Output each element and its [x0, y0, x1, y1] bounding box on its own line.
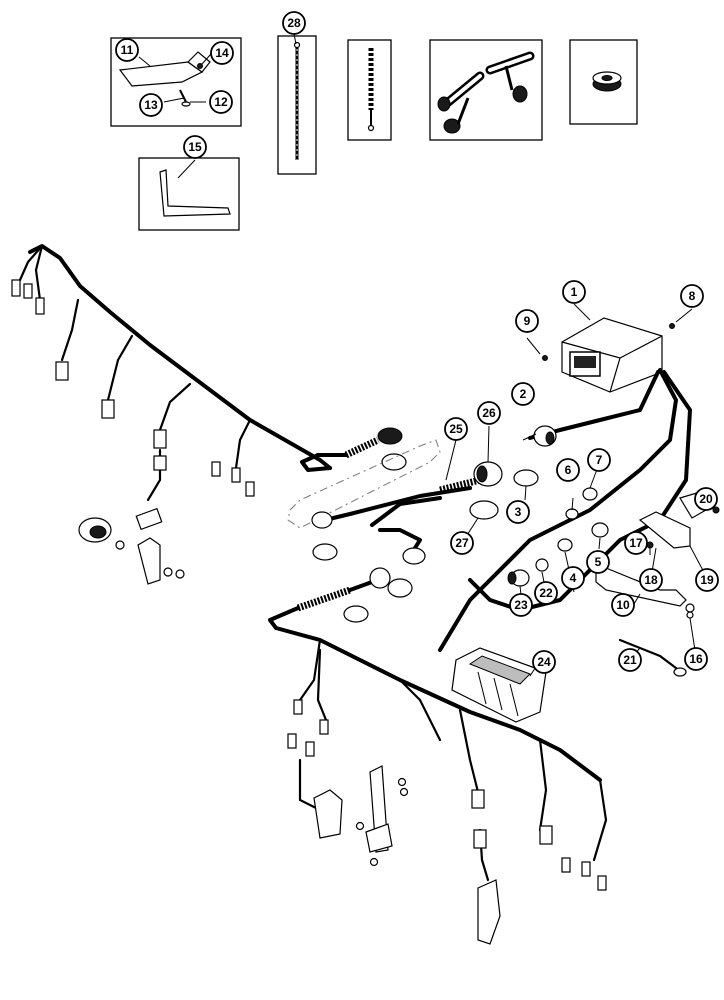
callout-27: 27: [450, 531, 474, 555]
callout-25: 25: [444, 417, 468, 441]
lower-harness: [268, 567, 608, 945]
callout-20: 20: [694, 487, 718, 511]
callout-16: 16: [684, 647, 708, 671]
callout-7: 7: [587, 448, 611, 472]
callout-6: 6: [556, 458, 580, 482]
callout-5: 5: [586, 550, 610, 574]
callout-8: 8: [680, 284, 704, 308]
svg-text:1: 1: [571, 285, 578, 299]
svg-text:27: 27: [455, 536, 469, 550]
inset-mount-bracket: [138, 157, 240, 231]
callout-21: 21: [618, 648, 642, 672]
control-block: [451, 647, 547, 723]
svg-text:3: 3: [515, 505, 522, 519]
svg-text:21: 21: [623, 653, 637, 667]
inset-terminal: [347, 39, 392, 141]
svg-text:12: 12: [214, 95, 228, 109]
callout-23: 23: [509, 593, 533, 617]
svg-text:20: 20: [699, 492, 713, 506]
callout-10: 10: [611, 593, 635, 617]
callout-12: 12: [209, 90, 233, 114]
monitor-unit: [438, 317, 692, 652]
callout-17: 17: [624, 531, 648, 555]
callout-19: 19: [695, 568, 719, 592]
svg-text:19: 19: [700, 573, 714, 587]
svg-text:15: 15: [188, 140, 202, 154]
svg-text:8: 8: [689, 289, 696, 303]
callout-15: 15: [183, 135, 207, 159]
svg-text:17: 17: [629, 536, 643, 550]
svg-text:16: 16: [689, 652, 703, 666]
svg-text:18: 18: [644, 573, 658, 587]
connector-group-center: [287, 439, 503, 565]
svg-text:13: 13: [144, 98, 158, 112]
upper-harness: [11, 244, 407, 502]
callout-28: 28: [282, 11, 306, 35]
svg-text:24: 24: [537, 655, 551, 669]
svg-text:23: 23: [514, 598, 528, 612]
callout-1: 1: [562, 280, 586, 304]
svg-text:22: 22: [539, 586, 553, 600]
sensor-assembly-left: [78, 507, 185, 585]
callout-3: 3: [506, 500, 530, 524]
svg-text:2: 2: [520, 387, 527, 401]
svg-text:6: 6: [565, 463, 572, 477]
inset-cable-tie: [277, 35, 317, 175]
callout-18: 18: [639, 568, 663, 592]
svg-text:28: 28: [287, 16, 301, 30]
svg-text:25: 25: [449, 422, 463, 436]
svg-text:4: 4: [570, 571, 577, 585]
svg-text:11: 11: [121, 43, 134, 57]
callout-9: 9: [515, 309, 539, 333]
inset-connector-plugs: [429, 39, 543, 141]
callout-14: 14: [210, 41, 234, 65]
callout-13: 13: [139, 93, 163, 117]
svg-text:7: 7: [596, 453, 603, 467]
svg-text:14: 14: [215, 46, 229, 60]
callout-11: 11: [115, 38, 139, 62]
callout-2: 2: [511, 382, 535, 406]
svg-text:9: 9: [524, 314, 531, 328]
svg-text:26: 26: [482, 406, 496, 420]
callout-22: 22: [534, 581, 558, 605]
svg-text:5: 5: [595, 555, 602, 569]
svg-text:10: 10: [616, 598, 630, 612]
inset-grommet: [569, 39, 638, 125]
callout-24: 24: [532, 650, 556, 674]
callout-26: 26: [477, 401, 501, 425]
callout-4: 4: [561, 566, 585, 590]
